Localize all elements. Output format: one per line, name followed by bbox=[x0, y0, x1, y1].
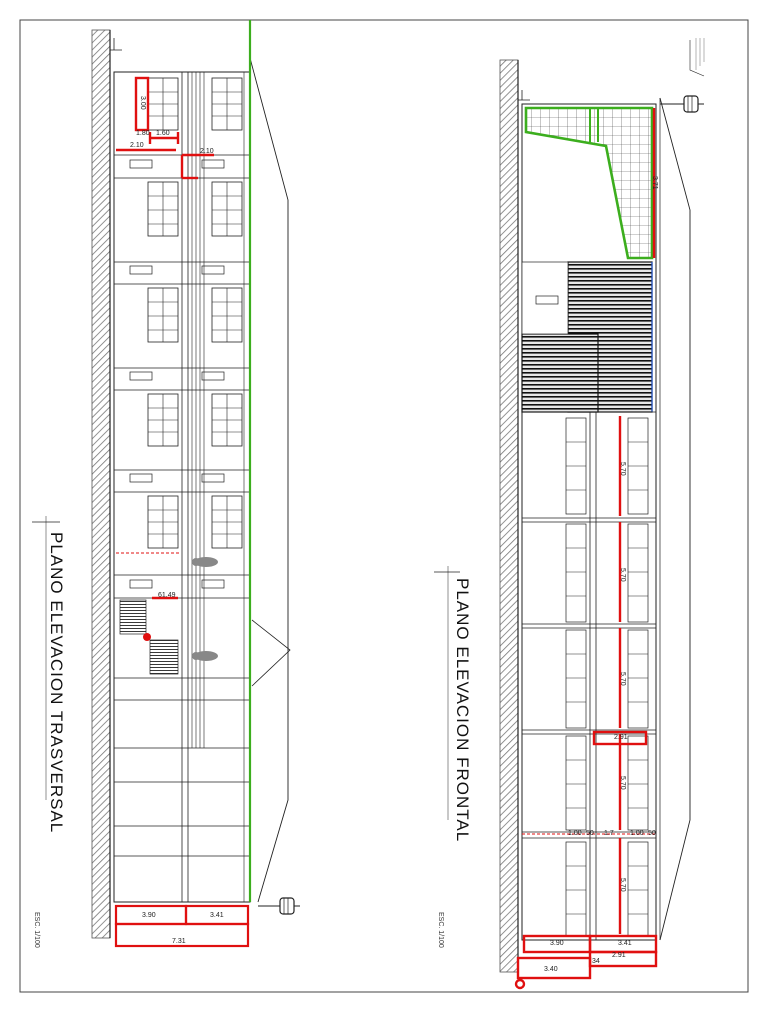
dim-label: 3.71 bbox=[651, 176, 658, 190]
title-elevacion-trasversal: PLANO ELEVACION TRASVERSAL bbox=[47, 532, 66, 834]
dim-label: 1.60 bbox=[156, 130, 170, 137]
elevation-trasversal bbox=[32, 20, 300, 948]
dim-label: 3.00 bbox=[139, 96, 146, 110]
dim-label: 3.41 bbox=[210, 912, 224, 919]
dim-label: 5.70 bbox=[619, 462, 626, 476]
dim-label: 3.90 bbox=[142, 912, 156, 919]
person-icon bbox=[192, 557, 218, 661]
roof-outline-left bbox=[249, 57, 289, 903]
ground-hatch-left bbox=[91, 29, 111, 939]
stair-upper bbox=[119, 599, 147, 635]
title-elevacion-frontal: PLANO ELEVACION FRONTAL bbox=[453, 578, 472, 843]
dim-label: 5.70 bbox=[619, 776, 626, 790]
louvre-panel-b bbox=[521, 333, 599, 413]
dim-label: 1.00 bbox=[630, 830, 644, 837]
ornament-icon bbox=[660, 95, 704, 113]
dim-label: 61.49 bbox=[158, 592, 176, 599]
dim-label: 1.00 bbox=[568, 830, 582, 837]
dim-label: 5.70 bbox=[619, 568, 626, 582]
dim-label: 5.70 bbox=[619, 878, 626, 892]
dim-label: 3.41 bbox=[618, 940, 632, 947]
scale-label-left: ESC. 1/100 bbox=[33, 912, 40, 948]
sheet-frame bbox=[19, 19, 749, 993]
stair-lower bbox=[149, 639, 179, 675]
dim-label: 3.40 bbox=[544, 966, 558, 973]
dim-label: 1.7 bbox=[604, 830, 614, 837]
dim-label: 1.80 bbox=[136, 130, 150, 137]
tiled-roof-block bbox=[524, 106, 654, 260]
dim-label: 2.91 bbox=[614, 734, 628, 741]
ornament-icon bbox=[258, 897, 300, 915]
dim-label: 2.91 bbox=[612, 952, 626, 959]
dim-label: 5.70 bbox=[619, 672, 626, 686]
dim-label: 3.90 bbox=[550, 940, 564, 947]
dim-label: 7.31 bbox=[172, 938, 186, 945]
elevation-frontal bbox=[434, 38, 705, 990]
dim-label: 2.10 bbox=[130, 142, 144, 149]
dim-label: 34 bbox=[592, 958, 600, 965]
scale-label-right: ESC. 1/100 bbox=[437, 912, 444, 948]
dim-label: 50 bbox=[648, 830, 656, 837]
dim-label: 50 bbox=[586, 830, 594, 837]
ground-hatch-right bbox=[499, 59, 519, 973]
roof-outline-right bbox=[659, 97, 691, 941]
dim-label: 2.10 bbox=[200, 148, 214, 155]
